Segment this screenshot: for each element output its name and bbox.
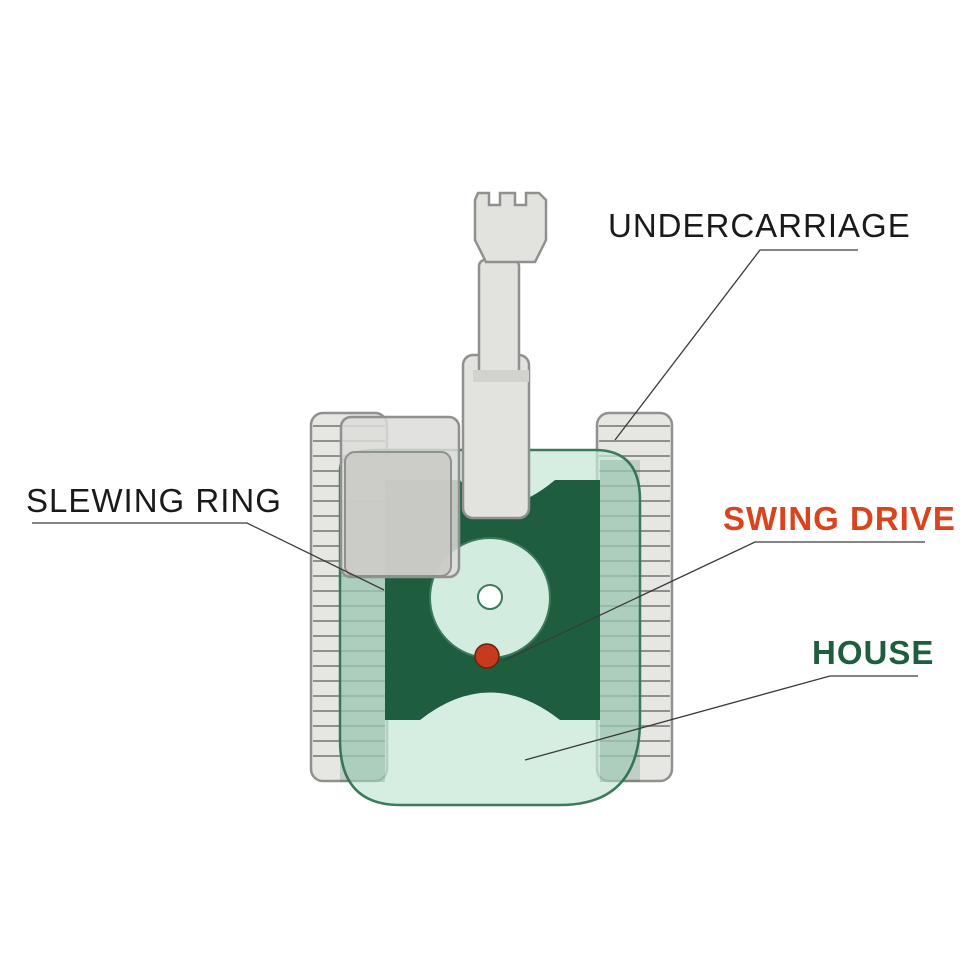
house-leader	[524, 675, 918, 761]
leader-lines	[32, 249, 925, 761]
undercarriage-label: UNDERCARRIAGE	[608, 207, 911, 244]
swing-drive-dot	[474, 643, 500, 669]
swing-drive-label: SWING DRIVE	[723, 500, 956, 537]
right-track-overlay	[600, 460, 640, 782]
swing-drive-leader	[504, 541, 925, 661]
slewing-ring-leader	[32, 522, 385, 591]
slewing-ring-label: SLEWING RING	[26, 482, 282, 519]
slewing-ring-center	[477, 584, 503, 610]
house-label: HOUSE	[812, 634, 934, 671]
boom-arm	[461, 258, 531, 520]
undercarriage-leader	[614, 249, 858, 441]
operator-cab	[339, 415, 461, 579]
bucket	[473, 191, 548, 264]
